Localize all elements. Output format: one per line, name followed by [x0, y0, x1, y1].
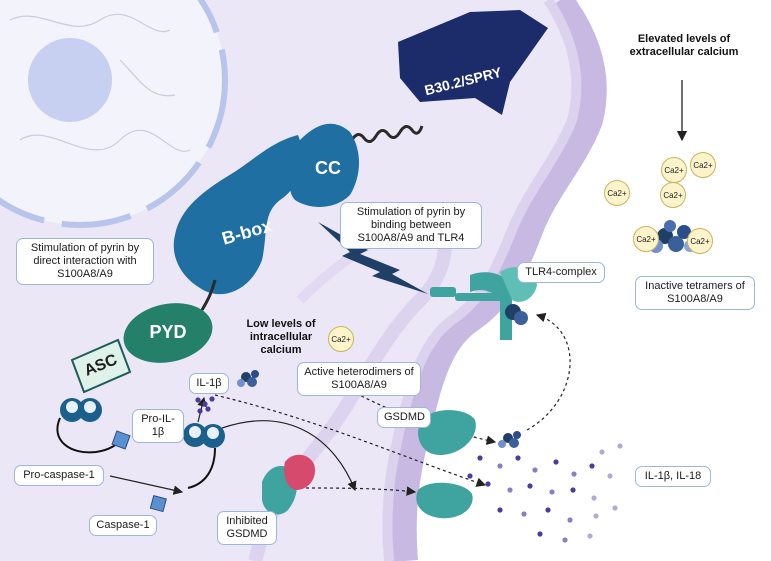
- calcium-ion: Ca2+: [604, 180, 630, 206]
- b30-spry-domain: [398, 10, 548, 115]
- il1b-label: IL-1β: [189, 373, 229, 394]
- stim-direct-label: Stimulation of pyrin by direct interacti…: [16, 238, 154, 285]
- il1b-il18-label: IL-1β, IL-18: [635, 466, 711, 487]
- elevated-calcium-text: Elevated levels of extracellular calcium: [629, 33, 739, 58]
- tlr4-complex-label: TLR4-complex: [517, 262, 605, 283]
- coiled-linker: [350, 125, 424, 143]
- calcium-ion-intracellular: Ca2+: [328, 326, 354, 352]
- arrow-to-tlr4: [526, 312, 571, 431]
- released-cytokines: [467, 443, 623, 543]
- pro-caspase-label: Pro-caspase-1: [14, 465, 104, 486]
- calcium-ion: Ca2+: [633, 226, 659, 252]
- pro-il1b-label: Pro-IL-1β: [132, 409, 184, 443]
- calcium-ion: Ca2+: [687, 228, 713, 254]
- active-heterodimer-cluster: [237, 370, 259, 387]
- chromatin: [9, 13, 191, 152]
- gsdmd-pore-protein: [416, 482, 473, 519]
- arrow-caspase-to-gsdmd: [221, 420, 357, 492]
- calcium-ion: Ca2+: [660, 182, 686, 208]
- inactive-tetramers-label: Inactive tetramers of S100A8/A9: [635, 276, 755, 310]
- inhibited-gsdmd-label: Inhibited GSDMD: [217, 511, 277, 545]
- caspase-1-molecule: [149, 423, 225, 513]
- cc-label: CC: [315, 158, 341, 178]
- pro-caspase-molecule: [56, 398, 131, 454]
- asc-adaptor: [70, 338, 132, 394]
- calcium-ion: Ca2+: [690, 152, 716, 178]
- calcium-ion: Ca2+: [661, 157, 687, 183]
- active-heterodimers-label: Active heterodimers of S100A8/A9: [297, 362, 421, 396]
- inhibited-gsdmd-protein: [262, 454, 316, 515]
- bbox-to-pyd-link: [200, 279, 217, 311]
- arrow-procaspase-to-caspase: [109, 475, 184, 495]
- pyd-domain: [123, 303, 213, 363]
- gsdmd-label: GSDMD: [377, 407, 431, 428]
- pyd-label: PYD: [149, 322, 187, 342]
- gsdmd-protein: [418, 410, 476, 455]
- bbox-domain: [173, 135, 303, 295]
- caspase-label: Caspase-1: [89, 515, 157, 536]
- arrow-il1b-release: [214, 394, 487, 487]
- stim-tlr4-label: Stimulation of pyrin by binding between …: [340, 202, 482, 249]
- nucleolus: [28, 38, 112, 122]
- extracellular-heterodimer-cluster: [498, 431, 521, 448]
- cc-domain: [289, 123, 359, 207]
- arrow-heterodimer-to-gsdmd: [329, 377, 497, 445]
- arrow-gsdmd-pore: [299, 486, 417, 496]
- il1b-dots: [195, 396, 215, 414]
- low-calcium-text: Low levels of intracellular calcium: [246, 318, 316, 356]
